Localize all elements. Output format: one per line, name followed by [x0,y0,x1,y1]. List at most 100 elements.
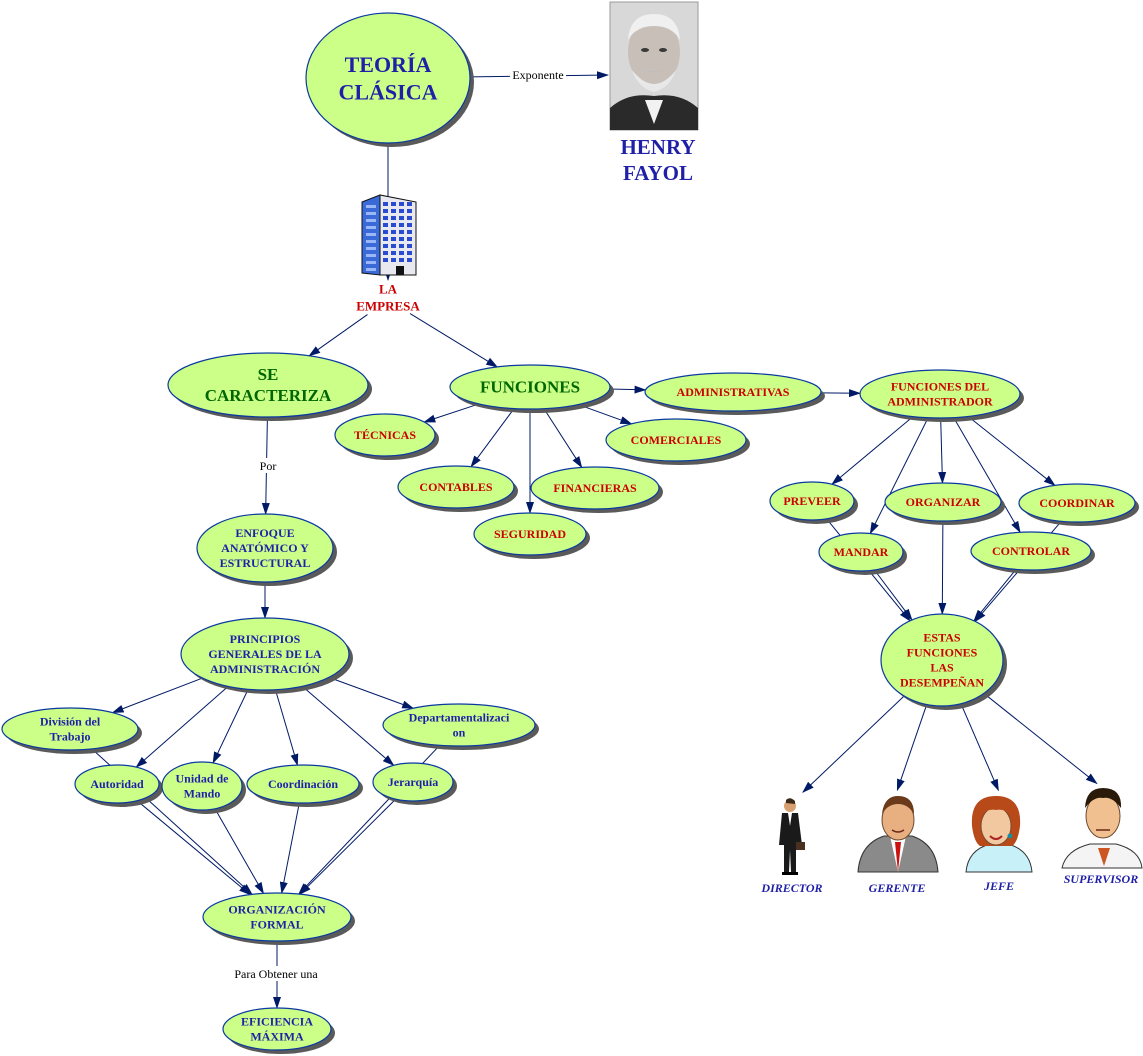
node-label-line: Jerarquía [388,775,438,789]
svg-text:Por: Por [260,459,277,473]
node-label-line: SEGURIDAD [494,527,566,541]
node-label-line: ANATÓMICO Y [221,541,309,555]
node-label-line: MANDAR [834,545,889,559]
building-window [391,223,396,227]
building-window [407,258,412,262]
building-window [383,202,388,206]
edge-principios-jerarquia [301,685,395,767]
edge-funciones_admin-mandar [869,417,929,535]
node-label-line: Trabajo [49,730,90,744]
building-window [366,268,376,271]
building-window [391,230,396,234]
node-shape [605,418,747,462]
node-label-line: CLÁSICA [338,79,437,104]
node-shape [382,703,536,747]
woman-bust-icon [965,796,1033,873]
la-empresa-line-1: LA [379,282,398,297]
building-icon [361,194,417,276]
node-label-line: GENERALES DE LA [208,647,322,661]
edge-funciones-contables [470,408,515,468]
building-window [399,258,404,262]
node-preveer: PREVEER [769,481,858,524]
node-label-line: FINANCIERAS [553,481,637,495]
building-window [399,202,404,206]
edges [91,71,1098,1009]
henry-fayol-portrait-icon [609,1,699,131]
node-label-line: COORDINAR [1039,496,1115,510]
building-window [366,219,376,222]
node-label-line: ADMINISTRATIVAS [677,385,790,399]
building-window [366,226,376,229]
edge-controlar-estas_funciones [973,569,1017,622]
edge-empresa-se_caracteriza [308,314,368,357]
edge-principios-division [111,677,203,714]
node-label-line: CONTROLAR [992,544,1070,558]
edge-funciones_admin-controlar [953,417,1021,534]
node-label-line: ORGANIZACIÓN [228,903,326,917]
node-shape [372,762,454,802]
node-coordinacion: Coordinación [246,764,363,807]
edge-funciones_admin-organizar [938,417,947,485]
building-window [407,209,412,213]
building-window [366,247,376,250]
building-window [391,237,396,241]
building-window [399,230,404,234]
node-shape [180,617,350,691]
building-window [407,216,412,220]
node-label-line: Coordinación [268,777,338,791]
node-shape [644,372,822,412]
node-shape [449,364,611,410]
building-window [407,230,412,234]
node-shape [74,764,160,804]
edge-funciones-administrativas [609,385,647,394]
node-label-line: CONTABLES [419,480,492,494]
building-window [407,237,412,241]
node-label-line: Mando [184,787,221,801]
node-shape [859,369,1021,419]
building-window [383,258,388,262]
node-shape [167,352,369,418]
node-shape [970,531,1092,571]
la-empresa-line-2: EMPRESA [356,299,420,314]
node-shape [161,761,243,811]
building-window [366,261,376,264]
building-window [391,258,396,262]
building-window [391,251,396,255]
node-autoridad: Autoridad [74,764,163,807]
edge-funciones-comerciales [578,404,633,425]
node-label-line: FORMAL [250,918,303,932]
edge-autoridad-organizacion [136,800,251,896]
edge-estas_funciones-director [802,695,905,793]
edge-mandar-estas_funciones [874,569,913,621]
businessman-figure-icon [779,798,805,875]
building-window [366,233,376,236]
young-man-bust-icon [1061,788,1143,869]
node-administrativas: ADMINISTRATIVAS [644,372,825,415]
node-label-line: ORGANIZAR [906,495,981,509]
role-label-gerente: GERENTE [869,881,926,895]
edge-estas_funciones-jefe [960,703,999,792]
edge-estas_funciones-gerente [896,704,928,792]
node-shape [202,892,352,942]
building-window [383,216,388,220]
node-label-line: COMERCIALES [631,433,722,447]
edge-principios-autoridad [135,685,229,768]
henry-fayol-line-2: FAYOL [623,161,693,185]
node-shape [305,12,471,144]
building-window [383,237,388,241]
building-window [391,244,396,248]
node-label-line: CARACTERIZA [205,386,332,405]
node-shape [880,613,1004,707]
edge-funciones-financieras [543,408,583,469]
node-label-line: FUNCIONES [480,378,580,397]
edge-coordinacion-organizacion [279,802,300,895]
building-window [383,251,388,255]
node-seguridad: SEGURIDAD [473,512,590,559]
